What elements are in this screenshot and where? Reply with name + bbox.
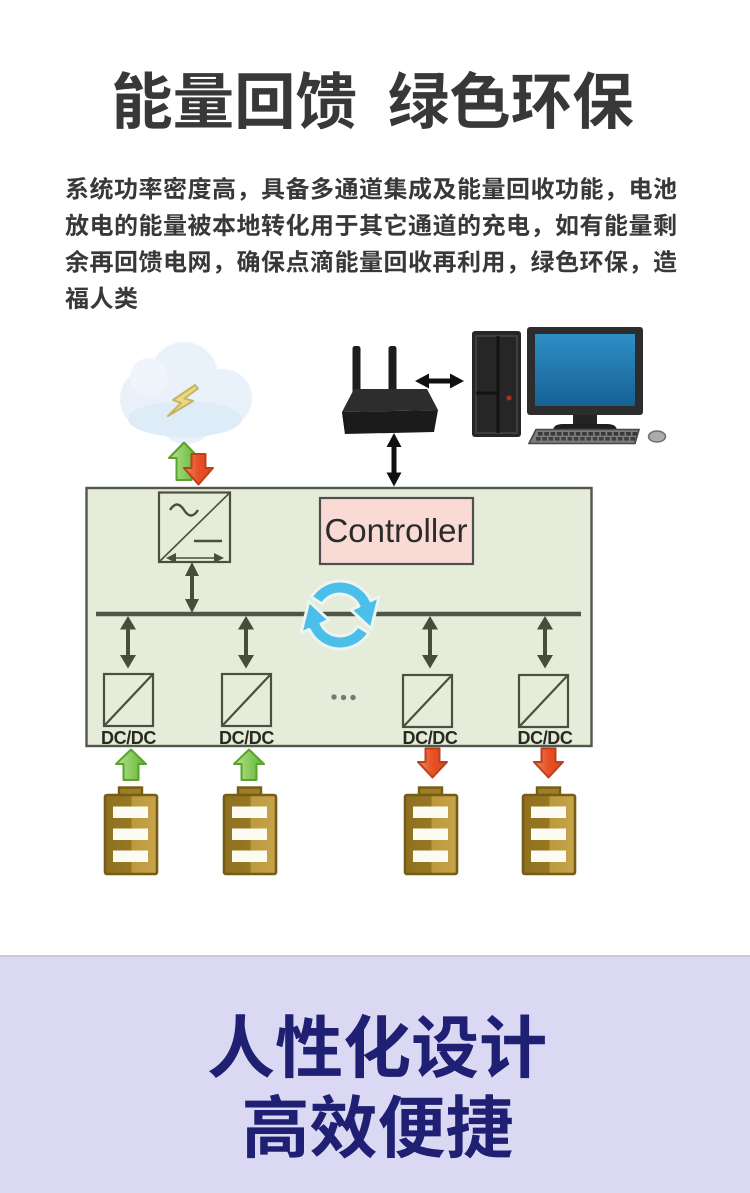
svg-text:Controller: Controller — [324, 512, 467, 549]
svg-text:DC/DC: DC/DC — [101, 728, 156, 748]
svg-text:DC/DC: DC/DC — [219, 728, 274, 748]
svg-text:DC/DC: DC/DC — [518, 728, 573, 748]
svg-text:DC/DC: DC/DC — [403, 728, 458, 748]
